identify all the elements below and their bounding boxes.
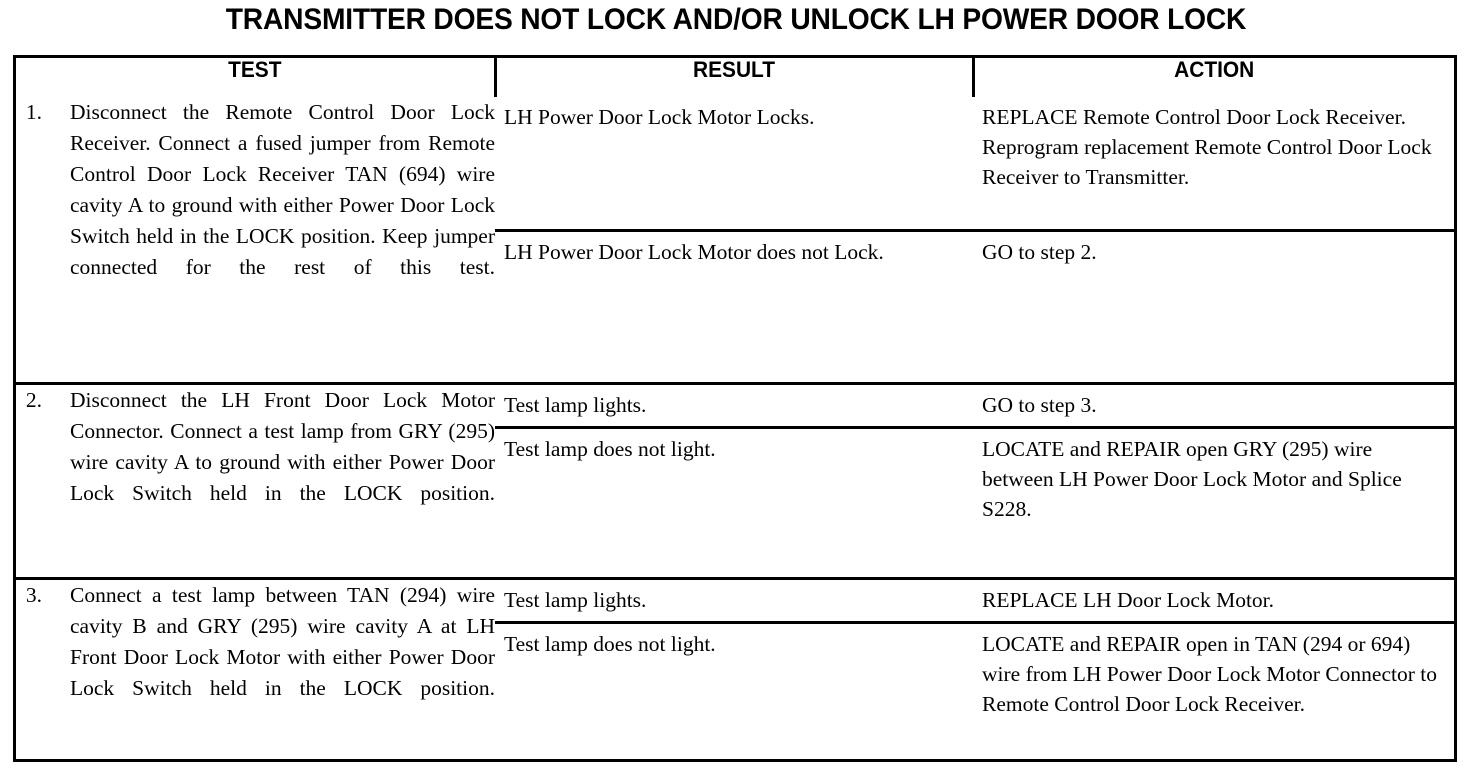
test-cell-step-3: 3. Connect a test lamp between TAN (294)… <box>16 578 495 762</box>
result-text: Test lamp does not light. <box>504 436 716 461</box>
result-subgrid: LH Power Door Lock Motor Locks. LH Power… <box>495 97 973 382</box>
result-text: Test lamp lights. <box>495 579 973 624</box>
action-cell-step-2: GO to step 3. LOCATE and REPAIR open GRY… <box>973 383 1454 580</box>
list-item: Test lamp does not light. <box>495 622 973 762</box>
table-row: 3. Connect a test lamp between TAN (294)… <box>16 578 1454 762</box>
action-cell-step-1: REPLACE Remote Control Door Lock Receive… <box>973 97 1454 385</box>
result-text: LH Power Door Lock Motor Locks. <box>495 97 973 232</box>
list-item: GO to step 3. <box>973 384 1454 429</box>
action-text: GO to step 2. <box>982 239 1097 264</box>
test-cell-step-2: 2. Disconnect the LH Front Door Lock Mot… <box>16 383 495 580</box>
step-number: 2. <box>25 387 42 412</box>
list-item: REPLACE LH Door Lock Motor. <box>973 579 1454 624</box>
result-cell-step-3: Test lamp lights. Test lamp does not lig… <box>495 578 973 762</box>
diagnostic-table: TEST RESULT ACTION 1. Disconnect the Rem… <box>13 55 1457 762</box>
action-text: GO to step 3. <box>973 384 1454 429</box>
result-subgrid: Test lamp lights. Test lamp does not lig… <box>495 579 973 763</box>
action-text: REPLACE Remote Control Door Lock Receive… <box>973 97 1454 232</box>
action-text: LOCATE and REPAIR open GRY (295) wire be… <box>982 436 1402 521</box>
action-text: LOCATE and REPAIR open in TAN (294 or 69… <box>982 631 1437 716</box>
result-text: Test lamp lights. <box>495 384 973 429</box>
result-text: Test lamp does not light. <box>504 631 716 656</box>
step-number: 1. <box>25 100 42 124</box>
result-cell-step-2: Test lamp lights. Test lamp does not lig… <box>495 383 973 580</box>
list-item: GO to step 2. <box>973 230 1454 382</box>
list-item: LOCATE and REPAIR open in TAN (294 or 69… <box>973 622 1454 762</box>
column-header-result: RESULT <box>505 58 962 97</box>
test-cell-step-1: 1. Disconnect the Remote Control Door Lo… <box>16 97 495 385</box>
step-number: 3. <box>25 582 42 607</box>
diagnostic-table-grid: TEST RESULT ACTION 1. Disconnect the Rem… <box>16 58 1454 762</box>
step-instruction: Connect a test lamp between TAN (294) wi… <box>70 582 495 700</box>
action-subgrid: REPLACE LH Door Lock Motor. LOCATE and R… <box>973 579 1454 763</box>
action-subgrid: GO to step 3. LOCATE and REPAIR open GRY… <box>973 384 1454 577</box>
table-row: 2. Disconnect the LH Front Door Lock Mot… <box>16 383 1454 580</box>
step-instruction: Disconnect the Remote Control Door Lock … <box>70 100 495 279</box>
step-instruction: Disconnect the LH Front Door Lock Motor … <box>70 387 495 505</box>
column-header-action: ACTION <box>983 58 1442 97</box>
action-subgrid: REPLACE Remote Control Door Lock Receive… <box>973 97 1454 382</box>
result-subgrid: Test lamp lights. Test lamp does not lig… <box>495 384 973 577</box>
list-item: LOCATE and REPAIR open GRY (295) wire be… <box>973 427 1454 577</box>
table-header-row: TEST RESULT ACTION <box>16 58 1454 97</box>
list-item: REPLACE Remote Control Door Lock Receive… <box>973 97 1454 232</box>
list-item: LH Power Door Lock Motor does not Lock. <box>495 230 973 382</box>
list-item: Test lamp lights. <box>495 384 973 429</box>
column-header-test: TEST <box>228 57 282 82</box>
result-cell-step-1: LH Power Door Lock Motor Locks. LH Power… <box>495 97 973 385</box>
action-cell-step-3: REPLACE LH Door Lock Motor. LOCATE and R… <box>973 578 1454 762</box>
list-item: Test lamp does not light. <box>495 427 973 577</box>
result-text: LH Power Door Lock Motor does not Lock. <box>504 239 884 264</box>
list-item: Test lamp lights. <box>495 579 973 624</box>
page-title: TRANSMITTER DOES NOT LOCK AND/OR UNLOCK … <box>225 3 1247 36</box>
table-row: 1. Disconnect the Remote Control Door Lo… <box>16 97 1454 385</box>
list-item: LH Power Door Lock Motor Locks. <box>495 97 973 232</box>
action-text: REPLACE LH Door Lock Motor. <box>973 579 1454 624</box>
